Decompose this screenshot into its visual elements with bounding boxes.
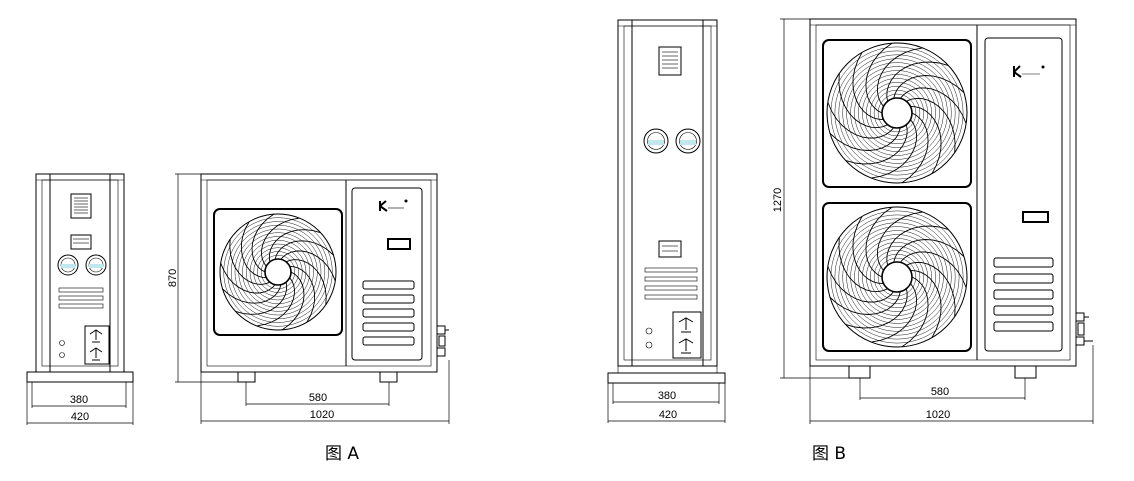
figure-a-side-view: 380 420: [26, 173, 134, 425]
display-window: [387, 238, 411, 250]
dimension-1020: 1020: [200, 360, 450, 424]
dim-text-420: 420: [659, 409, 677, 421]
dim-text-380: 380: [658, 390, 676, 402]
pressure-gauge-icon: [85, 254, 107, 276]
label-plate-icon: [658, 240, 682, 258]
pressure-gauge-icon: [675, 128, 701, 154]
figure-b-front-view: 1270 580 1020: [772, 18, 1094, 424]
dim-text-420: 420: [71, 411, 89, 423]
caption-figure-b: 图 B: [812, 444, 846, 464]
nameplate-icon: [70, 193, 92, 219]
dim-text-870: 870: [167, 269, 179, 287]
pressure-gauge-icon: [643, 128, 669, 154]
dimension-380: 380: [612, 383, 720, 404]
caption-figure-a: 图 A: [325, 444, 359, 464]
service-valve-icon: [89, 329, 103, 361]
dimension-1270: 1270: [772, 18, 849, 379]
dimension-420: 420: [607, 383, 726, 423]
display-window: [1022, 211, 1049, 223]
dimension-580: 580: [245, 382, 390, 406]
fan-icon: [213, 208, 343, 336]
dimension-380: 380: [31, 382, 127, 408]
dim-text-1020: 1020: [310, 409, 334, 421]
fan-icon: [822, 202, 972, 352]
brand-logo-icon: [379, 199, 408, 212]
figure-b-side-view: 380 420: [607, 19, 726, 423]
pressure-gauge-icon: [57, 254, 79, 276]
figure-a-front-view: 870 580 1020: [167, 173, 450, 424]
fan-icon: [822, 39, 972, 188]
dim-text-1270: 1270: [772, 188, 784, 212]
dimension-420: 420: [26, 382, 134, 425]
brand-logo-icon: [1013, 65, 1045, 78]
dimension-1020: 1020: [809, 345, 1094, 424]
dim-text-580: 580: [309, 392, 327, 404]
dim-text-1020: 1020: [926, 409, 950, 421]
dim-text-580: 580: [931, 386, 949, 398]
dimension-580: 580: [859, 378, 1026, 400]
dim-text-380: 380: [70, 394, 88, 406]
nameplate-icon: [658, 46, 682, 76]
front-louvers: [362, 280, 415, 346]
dimension-870: 870: [167, 173, 240, 383]
front-louvers: [993, 257, 1054, 332]
side-louvers: [644, 267, 698, 300]
service-valve-icon: [436, 325, 449, 357]
service-valve-icon: [678, 317, 694, 354]
label-plate-icon: [70, 234, 92, 250]
side-louvers: [58, 287, 104, 309]
service-valve-icon: [1075, 312, 1093, 346]
